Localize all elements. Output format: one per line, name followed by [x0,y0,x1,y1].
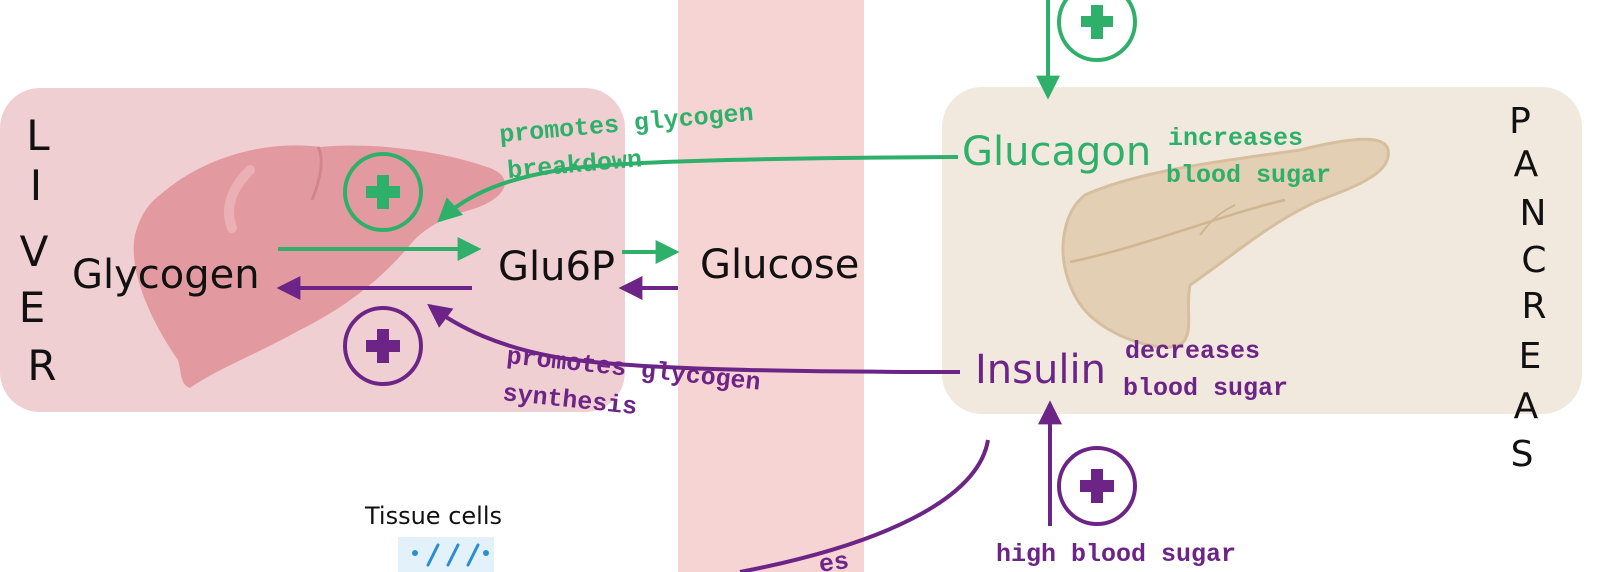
liver-label-letter: E [19,283,46,332]
plus-circle-icon [343,152,423,232]
glucose-label: Glucose [700,242,859,288]
pancreas-label-letter: E [1519,336,1542,377]
insulin-label: Insulin [975,347,1106,393]
tissue-cells-label: Tissue cells [364,502,502,530]
plus-circle-icon [1057,0,1137,62]
insulin-to-liver-arrow [427,303,961,374]
plus-circle-icon [1057,446,1137,526]
pancreas-label-letter: A [1514,386,1539,427]
insulin-effect-line2: blood sugar [1123,374,1288,403]
high-blood-sugar-label: high blood sugar [996,540,1236,569]
tissue-cells-icon [398,537,494,572]
pancreas-organ-icon [1061,137,1390,349]
liver-label-letter: V [20,227,49,276]
pancreas-label-letter: A [1514,144,1539,185]
liver-label-letter: I [30,161,42,210]
pancreas-label-letter: R [1521,286,1546,327]
pancreas-label-letter: S [1511,434,1534,475]
glu6p-label: Glu6P [498,244,615,290]
bloodstream-band [678,0,864,572]
liver-organ-icon [133,145,505,388]
glucagon-effect-line1: increases [1168,124,1303,153]
plus-circle-icon [343,306,423,386]
insulin-to-tissue-curve [739,439,990,572]
pancreas-label-letter: C [1521,240,1546,281]
pancreas-panel [942,87,1582,414]
pancreas-label-letter: P [1509,101,1531,142]
glucagon-to-liver-arrow [437,155,959,223]
pancreas-label-letter: N [1520,193,1547,234]
glucagon-label: Glucagon [962,129,1151,175]
liver-label-letter: L [26,111,50,160]
liver-label-letter: R [27,341,56,390]
glucagon-effect-line2: blood sugar [1166,161,1331,190]
insulin-effect-line1: decreases [1125,337,1260,366]
glycogen-label: Glycogen [72,252,260,298]
